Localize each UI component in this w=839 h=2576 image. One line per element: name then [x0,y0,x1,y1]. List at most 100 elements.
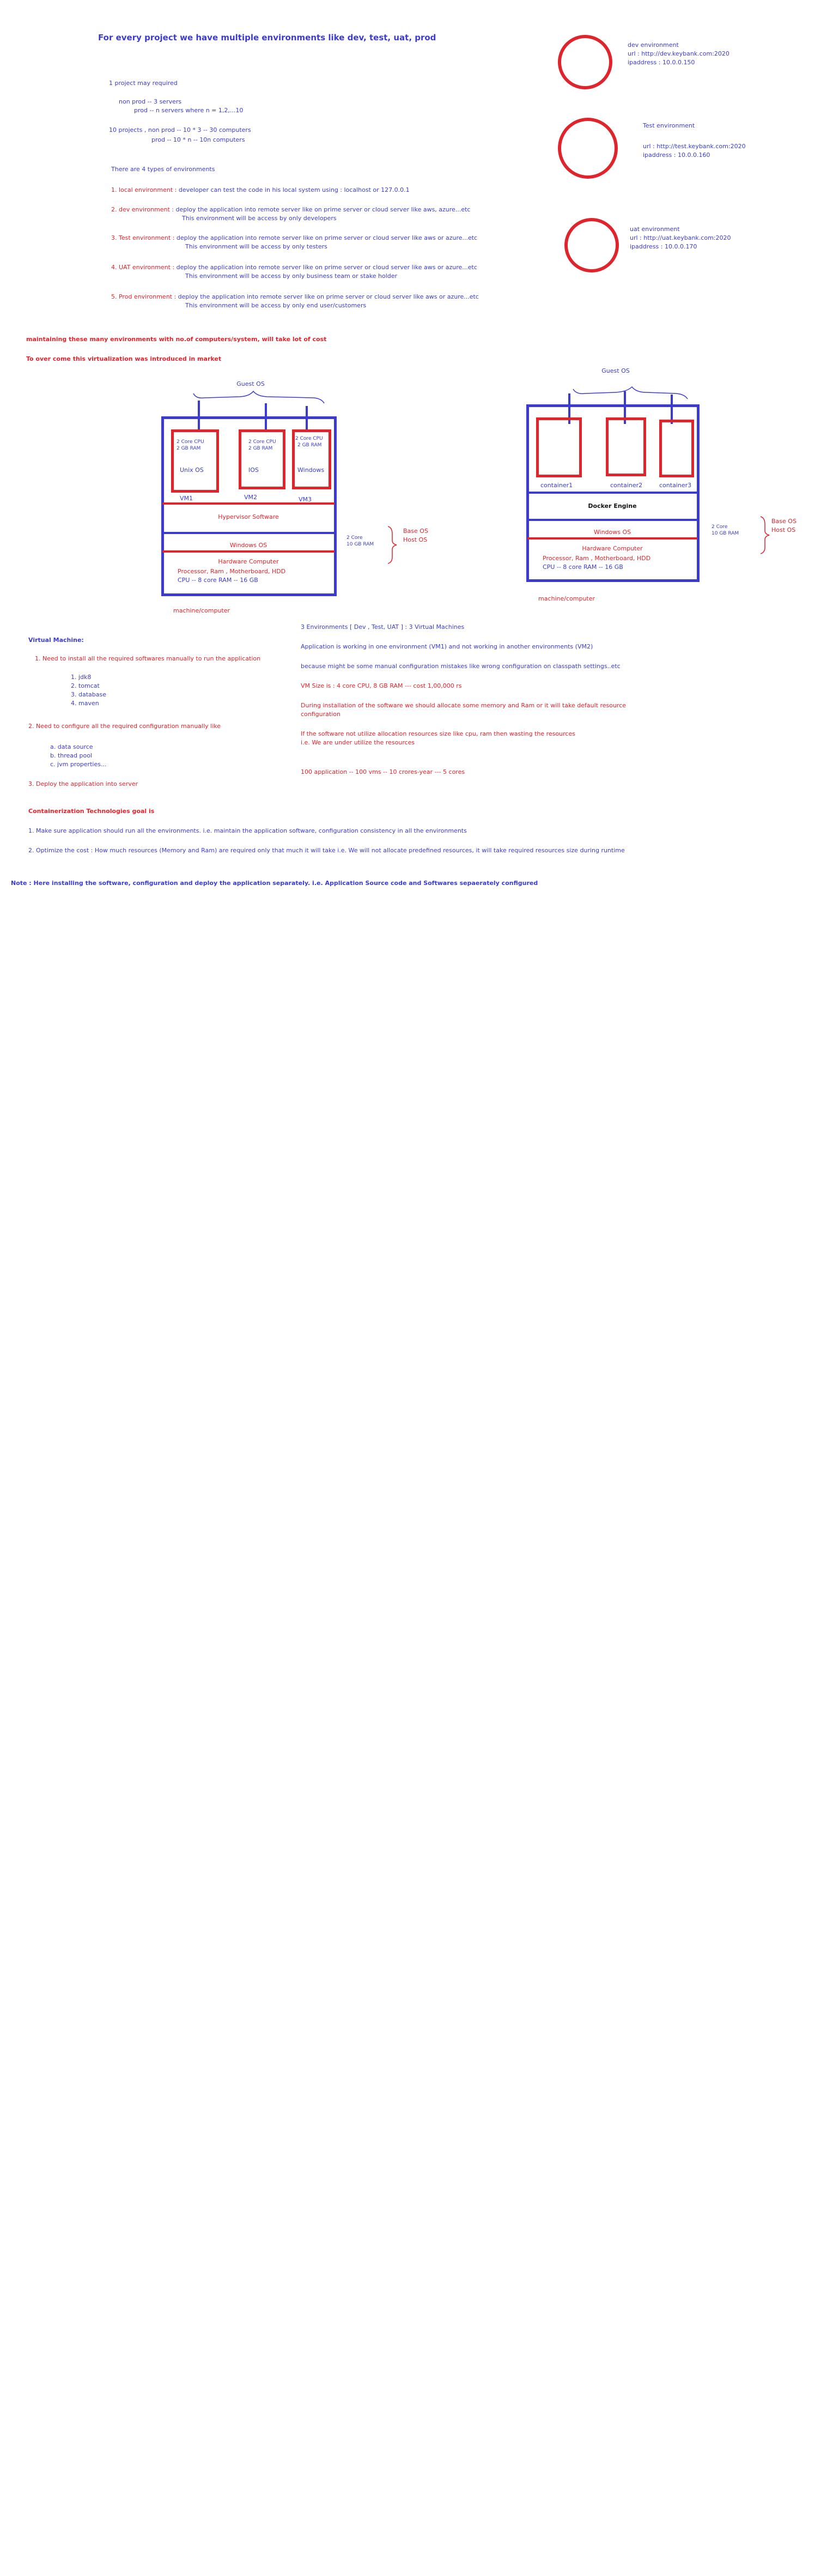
vm-section-title: Virtual Machine: [28,637,84,644]
vm2-ram: 2 GB RAM [248,446,273,451]
vm1-os: Unix OS [180,466,204,474]
test-env-circle [558,118,618,179]
footer-note: Note : Here installing the software, con… [11,880,538,887]
env-text: deploy the application into remote serve… [174,206,471,213]
vm1-cpu: 2 Core CPU [177,439,204,445]
dev-env-circle [558,35,612,89]
note-line: Application is working in one environmen… [301,643,593,650]
software-item: 1. jdk8 [71,674,92,681]
intro-line: prod -- n servers where n = 1,2,...10 [134,107,244,114]
guest-os-label: Guest OS [601,367,630,374]
env-text: deploy the application into remote serve… [176,293,479,300]
env-text: deploy the application into remote serve… [174,234,478,241]
windows-os-label: Windows OS [593,529,631,536]
intro-line: 1 project may required [109,80,178,87]
env-label: 4. UAT environment : [111,264,175,271]
software-item: 4. maven [71,700,99,707]
vm2-label: VM2 [244,494,258,501]
env-note-url: url : http://test.keybank.com:2020 [643,143,746,150]
host-os-label: Host OS [403,536,428,543]
env-note-ip: ipaddress : 10.0.0.170 [630,243,697,250]
vm2-box [239,429,285,489]
hardware-label: Hardware Computer [582,545,643,552]
vm2-os: IOS [248,466,259,474]
env-vm-note: 3 Environments [ Dev , Test, UAT ] : 3 V… [301,623,465,631]
windows-os-label: Windows OS [229,542,267,549]
vm3-ram: 2 GB RAM [297,443,322,448]
env-label: 2. dev environment : [111,206,174,213]
env-item: 4. UAT environment : deploy the applicat… [111,264,477,271]
vm-step-2: 2. Need to configure all the required co… [28,723,221,730]
divider [527,519,697,521]
hardware-parts: Processor, Ram , Motherboard, HDD [543,555,651,562]
vm2-cpu: 2 Core CPU [248,439,276,445]
goal-1-text: 1. Make sure application should run all … [28,827,467,834]
note-line: configuration [301,711,341,718]
hardware-specs: CPU -- 8 core RAM -- 16 GB [178,577,258,584]
vm1-ram: 2 GB RAM [177,446,201,451]
vm3-box [292,429,331,489]
container2-label: container2 [610,482,643,489]
config-item: a. data source [50,743,93,750]
vm1-label: VM1 [180,495,193,502]
env-sub: This environment will be access by only … [185,272,398,280]
config-item: b. thread pool [50,752,93,759]
vm-machine-box [161,416,337,596]
machine-label: machine/computer [173,607,230,614]
vm3-os: Windows [297,466,325,474]
env-item: 3. Test environment : deploy the applica… [111,234,477,242]
hardware-parts: Processor, Ram , Motherboard, HDD [178,568,286,575]
host-os-label: Host OS [771,526,796,534]
divider [162,532,335,534]
env-text: developer can test the code in his local… [177,186,410,193]
divider [162,550,335,553]
vm3-label: VM3 [299,496,312,503]
env-text: deploy the application into remote serve… [174,264,477,271]
container3-box [659,420,694,477]
env-note-title: uat environment [630,226,680,233]
side-core: 2 Core [346,535,363,541]
container-goal-title: Containerization Technologies goal is [28,808,155,815]
note-line: If the software not utilize allocation r… [301,730,575,737]
env-note-url: url : http://uat.keybank.com:2020 [630,234,731,241]
side-ram: 10 GB RAM [346,542,374,547]
env-sub: This environment will be access by only … [185,243,327,250]
base-os-label: Base OS [771,518,797,525]
env-note-ip: ipaddress : 10.0.0.150 [628,59,695,66]
uat-env-circle [564,218,619,272]
machine-label: machine/computer [538,595,595,602]
intro-line: prod -- 10 * n -- 10n computers [151,136,245,143]
env-item: 1. local environment : developer can tes… [111,186,410,194]
intro-line: There are 4 types of environments [111,166,215,173]
goal-1: 1. Make sure application should run all … [28,827,467,835]
vm-diagram-lines [193,386,770,564]
vm-step-1: 1. Need to install all the required soft… [35,655,261,662]
container2-box [606,417,646,476]
divider [527,492,697,494]
base-os-label: Base OS [403,528,428,535]
vm-step-3: 3. Deploy the application into server [28,780,138,787]
env-note-title: Test environment [643,122,695,129]
side-ram: 10 GB RAM [712,531,739,536]
virtualization-note: To over come this virtualization was int… [26,355,222,362]
container1-label: container1 [540,482,573,489]
side-core: 2 Core [712,524,728,530]
note-line: During installation of the software we s… [301,702,627,709]
container1-box [536,417,582,477]
env-label: 1. local environment : [111,186,177,193]
env-label: 5. Prod environment : [111,293,177,300]
hypervisor-label: Hypervisor Software [218,513,279,520]
hardware-specs: CPU -- 8 core RAM -- 16 GB [543,563,623,571]
vm-size-note: VM Size is : 4 core CPU, 8 GB RAM --- co… [301,682,462,689]
intro-line: 10 projects , non prod -- 10 * 3 -- 30 c… [109,126,251,134]
software-item: 3. database [71,691,106,698]
config-item: c. jvm properties... [50,761,107,768]
vm3-cpu: 2 Core CPU [295,436,323,441]
note-line: i.e. We are under utilize the resources [301,739,415,746]
env-note-url: url : http://dev.keybank.com:2020 [628,50,729,57]
page-title: For every project we have multiple envir… [98,33,436,43]
divider [162,502,335,505]
goal-2-text: 2. Optimize the cost : How much resource… [28,847,625,854]
hardware-label: Hardware Computer [218,558,279,565]
env-label: 3. Test environment : [111,234,175,241]
